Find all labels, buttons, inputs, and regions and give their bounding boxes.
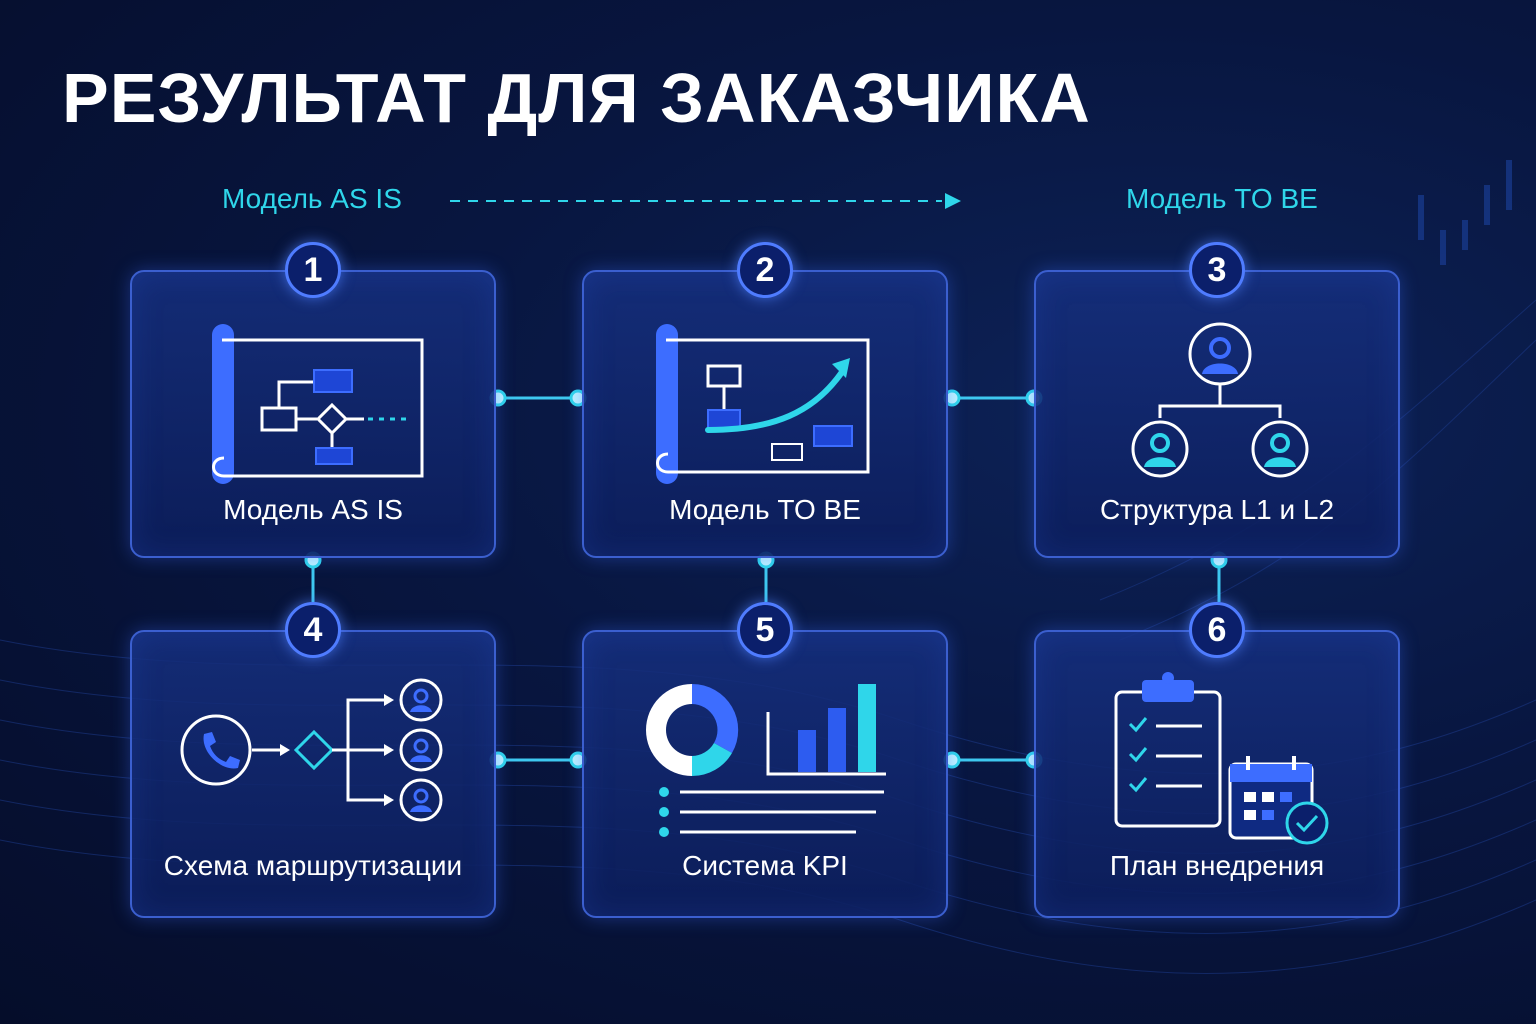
card-routing-scheme[interactable]: 4 Схема маршрутизации [130,602,496,918]
org-structure-icon [1131,322,1309,478]
kpi-dashboard-icon [646,683,886,837]
page-title: РЕЗУЛЬТАТ ДЛЯ ЗАКАЗЧИКА [62,59,1091,137]
card-structure[interactable]: 3 Структура L1 и L2 [1034,242,1400,558]
card-label: Модель TO BE [669,494,861,525]
card-to-be-model[interactable]: 2 Модель TO BE [582,242,948,558]
card-label: Структура L1 и L2 [1099,494,1335,525]
process-map-scroll-icon [212,324,424,484]
card-label: План внедрения [1109,850,1325,881]
card-number-badge: 1 [285,242,341,298]
call-routing-icon [180,678,443,822]
card-label: Модель AS IS [223,494,403,525]
card-number-badge: 4 [285,602,341,658]
card-implementation-plan[interactable]: 6 План внедрения [1034,602,1400,918]
card-label: Система KPI [682,850,848,881]
flow-from-label: Модель AS IS [222,183,402,214]
card-number-badge: 5 [737,602,793,658]
card-number-badge: 3 [1189,242,1245,298]
growth-map-scroll-icon [656,324,870,484]
flow-arrow-icon [450,193,961,209]
card-label: Схема маршрутизации [163,850,463,881]
card-kpi-system[interactable]: 5 Система KPI [582,602,948,918]
flow-to-label: Модель TO BE [1126,183,1318,214]
card-as-is-model[interactable]: 1 Модель AS IS [130,242,496,558]
card-number-badge: 6 [1189,602,1245,658]
card-number-badge: 2 [737,242,793,298]
checklist-calendar-icon [1114,672,1329,845]
